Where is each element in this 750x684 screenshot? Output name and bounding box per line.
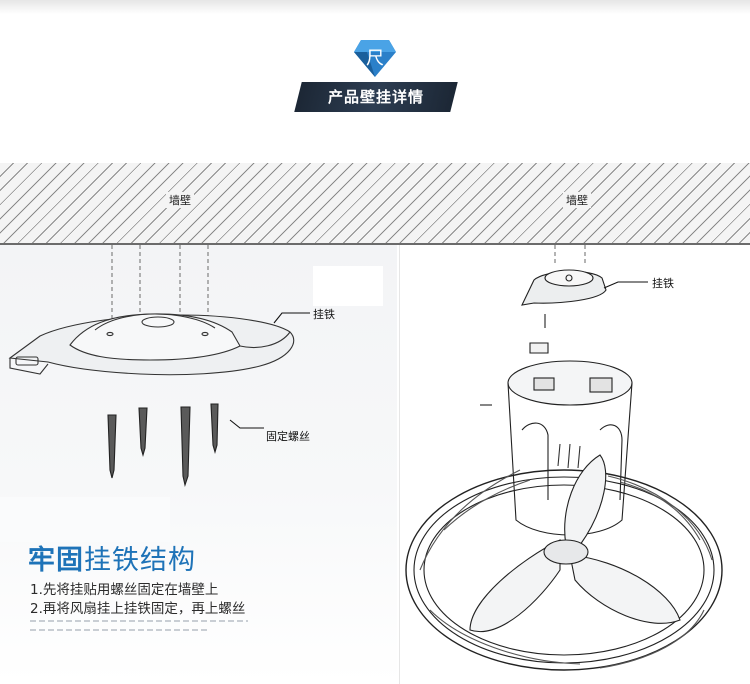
fixing-screws-icon <box>107 403 219 488</box>
step-1-text: 1.先将挂贴用螺丝固定在墙壁上 <box>30 582 219 598</box>
blank-patch <box>0 497 170 542</box>
feature-title-strong: 牢固 <box>28 545 84 576</box>
feature-title-rest: 挂铁结构 <box>84 545 196 576</box>
wall-label-right: 墙壁 <box>563 192 591 208</box>
wall-hatching <box>0 163 750 245</box>
step-2-text: 2.再将风扇挂上挂铁固定，再上螺丝 <box>30 601 246 617</box>
top-fade <box>0 0 750 14</box>
right-diagram-panel <box>399 245 750 684</box>
decorative-fine-print <box>30 629 210 631</box>
bracket-label-left: 挂铁 <box>313 308 335 321</box>
feature-title: 牢固挂铁结构 <box>28 538 196 577</box>
wall-label-left: 墙壁 <box>166 192 194 208</box>
ceiling-fan-assembly-icon <box>405 245 723 671</box>
decorative-fine-print <box>30 620 248 622</box>
section-banner-title: 产品壁挂详情 <box>327 88 424 106</box>
screws-label: 固定螺丝 <box>266 430 310 443</box>
blank-patch <box>313 266 383 306</box>
logo-glyph: 尺 <box>366 48 384 69</box>
diamond-logo-icon: 尺 <box>353 38 397 78</box>
wall-bracket-left-icon <box>8 313 295 376</box>
bracket-label-right: 挂铁 <box>652 277 674 290</box>
